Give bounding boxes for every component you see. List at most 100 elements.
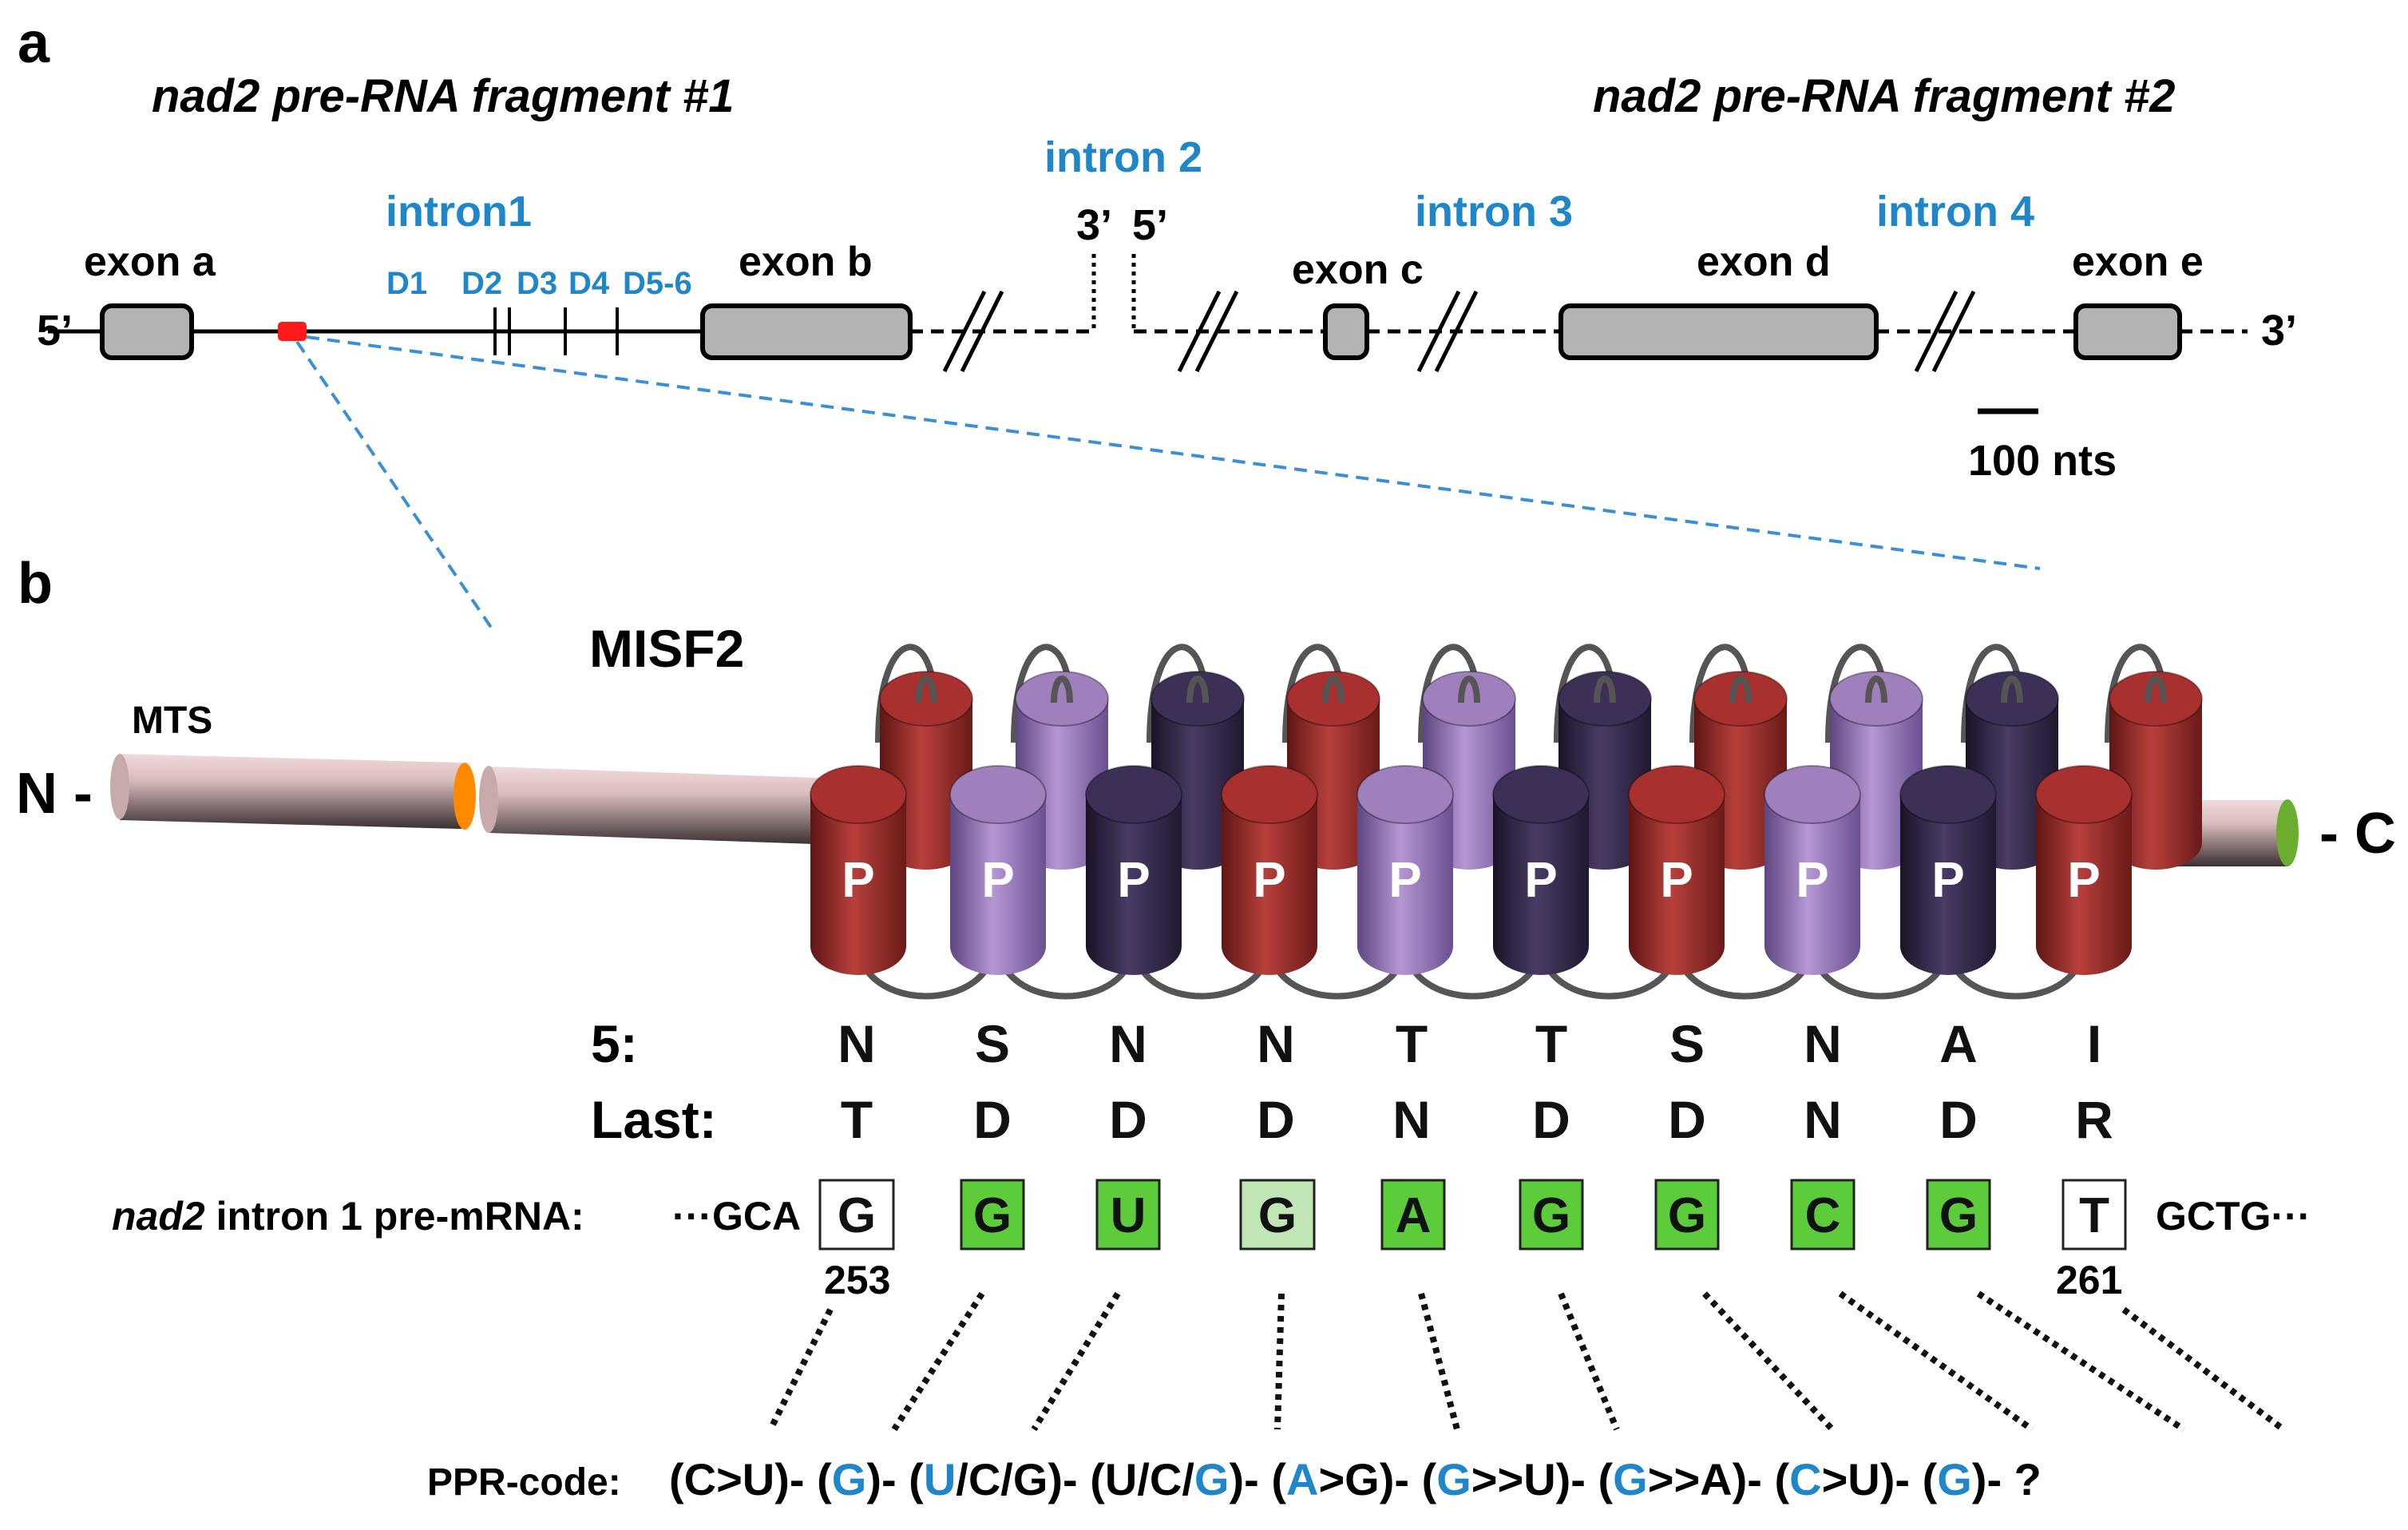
ppr-code-fragment: )- — [866, 1454, 896, 1504]
ppr-loop-link — [2001, 676, 2023, 704]
mts-label: MTS — [132, 700, 212, 742]
panel-a: a nad2 pre-RNA fragment #1 nad2 pre-RNA … — [18, 11, 2297, 632]
ppr-code-gap — [1762, 1454, 1775, 1504]
residue-last: N — [1804, 1090, 1842, 1149]
domain-d5-6: D5-6 — [623, 266, 692, 301]
ppr-code-fragment: ( — [1923, 1454, 1938, 1504]
zoom-line-left — [295, 340, 495, 632]
ppr-code-fragment: ? — [2014, 1454, 2042, 1504]
code-connector — [1702, 1291, 1835, 1432]
nucleotide: G — [1258, 1188, 1297, 1243]
ppr-helix-front: P — [1492, 765, 1590, 975]
ppr-motif-label: P — [1660, 853, 1693, 908]
ppr-motif-label: P — [2067, 853, 2100, 908]
nucleotide: C — [1805, 1188, 1841, 1243]
position-end: 261 — [2056, 1258, 2122, 1302]
row-5-label: 5: — [591, 1014, 638, 1073]
code-connector — [1558, 1292, 1620, 1431]
rna-label-gene: nad2 — [112, 1194, 205, 1239]
ppr-code-connectors — [767, 1290, 2286, 1433]
intron4-label: intron 4 — [1876, 188, 2034, 236]
ppr-loop-link — [1051, 676, 1073, 704]
ppr-code-fragment: (C>U)- — [669, 1454, 805, 1504]
ppr-code-fragment: G — [1937, 1454, 1972, 1504]
ppr-code-fragment: >U)- — [1822, 1454, 1910, 1504]
ppr-code-gap — [1078, 1454, 1091, 1504]
ppr-code-fragment: ( — [817, 1454, 832, 1504]
exon-d-box — [1558, 303, 1879, 360]
row-last-label: Last: — [591, 1090, 717, 1149]
n-terminal-rod — [489, 767, 838, 845]
residue-5: S — [975, 1014, 1010, 1073]
nucleotide-box: G — [960, 1179, 1025, 1251]
residue-5: S — [1669, 1014, 1705, 1073]
domain-d1: D1 — [386, 266, 427, 301]
c-terminus: - C — [2319, 802, 2396, 866]
nucleotide: G — [1532, 1188, 1570, 1243]
nucleotide-box: C — [1790, 1179, 1856, 1251]
ppr-helix-front: P — [810, 765, 907, 975]
ppr-code-fragment: )- — [1972, 1454, 2002, 1504]
exon-b-box — [700, 303, 913, 360]
ppr-code-gap — [805, 1454, 818, 1504]
intron3-label: intron 3 — [1415, 188, 1573, 236]
nucleotide-box: G — [1239, 1179, 1316, 1251]
residue-last: R — [2075, 1090, 2113, 1149]
ppr-loop-link — [1729, 676, 1752, 704]
ppr-helix-front: P — [1356, 765, 1454, 975]
exon-c-label: exon c — [1292, 247, 1424, 293]
ppr-code-gap — [1910, 1454, 1923, 1504]
n-rod-cap — [479, 766, 498, 833]
nucleotide-box: T — [2061, 1179, 2127, 1251]
code-connector — [1838, 1290, 2034, 1433]
nucleotide-box: G — [1519, 1179, 1584, 1251]
ppr-code-fragment: U — [924, 1454, 956, 1504]
ppr-helix-front: P — [2035, 765, 2133, 975]
exon-a-label: exon a — [84, 239, 216, 285]
end-5prime: 5’ — [37, 307, 73, 355]
ppr-code-gap — [897, 1454, 909, 1504]
residue-5: T — [1535, 1014, 1567, 1073]
residue-5: N — [1109, 1014, 1147, 1073]
ppr-motif-label: P — [842, 853, 874, 908]
panel-a-label: a — [18, 11, 50, 75]
code-connector — [891, 1291, 985, 1432]
nucleotide-box: A — [1380, 1179, 1446, 1251]
ppr-code-fragment: G — [832, 1454, 867, 1504]
residue-5: N — [1804, 1014, 1842, 1073]
nucleotide: A — [1396, 1188, 1432, 1243]
ppr-code-gap — [1409, 1454, 1422, 1504]
exon-a-box — [100, 303, 194, 360]
residue-last: D — [1532, 1090, 1570, 1149]
break-marks — [942, 290, 1976, 373]
residue-last: D — [973, 1090, 1012, 1149]
ppr-motif-label: P — [981, 853, 1014, 908]
rna-label: nad2 intron 1 pre-mRNA: — [112, 1194, 584, 1239]
ppr-helix-front: P — [1628, 765, 1725, 975]
nucleotide: G — [1939, 1188, 1978, 1243]
ppr-helix-back — [2109, 671, 2203, 870]
intron2-label: intron 2 — [1044, 133, 1202, 181]
nucleotide: G — [973, 1188, 1012, 1243]
code-connector — [767, 1308, 834, 1431]
nucleotide: G — [1668, 1188, 1706, 1243]
nucleotide: U — [1111, 1188, 1147, 1243]
code-connector — [1031, 1291, 1121, 1432]
ppr-loop-link — [1458, 676, 1480, 704]
residue-5: N — [1257, 1014, 1295, 1073]
ppr-code-gap — [1259, 1454, 1272, 1504]
ppr-motif-label: P — [1931, 853, 1964, 908]
ppr-code-fragment: ( — [1774, 1454, 1789, 1504]
domain-d4: D4 — [568, 266, 610, 301]
fragment2-title: nad2 pre-RNA fragment #2 — [1593, 70, 2175, 122]
ppr-code-fragment: G — [1436, 1454, 1471, 1504]
ppr-code-gap — [2002, 1454, 2014, 1504]
code-connector — [1274, 1293, 1285, 1430]
c-terminal-cap — [2276, 799, 2299, 866]
ppr-helix-front: P — [1221, 765, 1318, 975]
rna-prefix: ···GCA — [672, 1194, 801, 1239]
ppr-loop-link — [1186, 676, 1209, 704]
domain-d3: D3 — [517, 266, 557, 301]
